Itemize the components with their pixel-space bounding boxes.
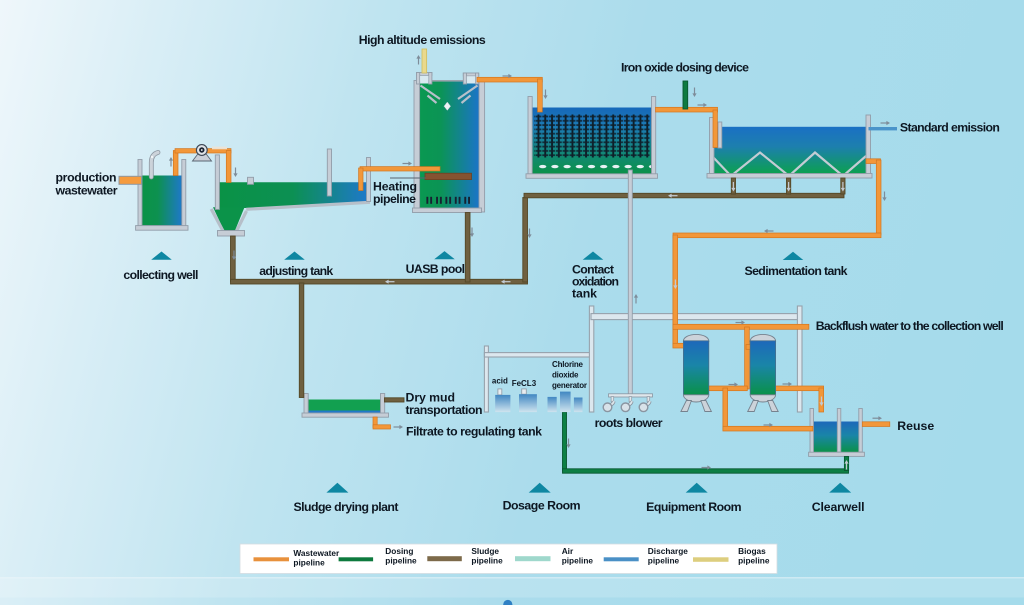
svg-text:pipeline: pipeline <box>373 192 416 206</box>
svg-text:Reuse: Reuse <box>897 419 934 433</box>
svg-text:Heating: Heating <box>373 180 417 194</box>
svg-text:generator: generator <box>552 381 587 390</box>
svg-text:pipeline: pipeline <box>738 556 770 566</box>
svg-text:Wastewater: Wastewater <box>293 548 340 558</box>
svg-text:pipeline: pipeline <box>385 556 417 566</box>
svg-text:Dosing: Dosing <box>385 546 413 556</box>
svg-text:Sedimentation tank: Sedimentation tank <box>745 264 848 278</box>
svg-text:Dosage Room: Dosage Room <box>503 499 581 513</box>
svg-text:wastewater: wastewater <box>55 184 118 198</box>
svg-text:FeCL3: FeCL3 <box>512 379 537 388</box>
svg-text:oxidation: oxidation <box>572 275 619 289</box>
svg-text:Backflush water to the collect: Backflush water to the collection well <box>816 319 1004 333</box>
svg-text:Discharge: Discharge <box>648 546 689 556</box>
svg-text:transportation: transportation <box>406 403 483 417</box>
svg-text:High altitude emissions: High altitude emissions <box>359 33 486 47</box>
svg-text:pipeline: pipeline <box>471 556 503 566</box>
svg-text:pipeline: pipeline <box>562 556 594 566</box>
svg-text:Clearwell: Clearwell <box>812 500 865 514</box>
svg-text:UASB pool: UASB pool <box>406 262 466 276</box>
svg-text:Contact: Contact <box>572 263 614 277</box>
svg-text:Biogas: Biogas <box>738 546 766 556</box>
svg-text:Standard emission: Standard emission <box>900 121 1000 135</box>
svg-text:collecting well: collecting well <box>123 268 198 282</box>
svg-text:Chlorine: Chlorine <box>552 360 584 369</box>
svg-text:acid: acid <box>492 377 508 386</box>
svg-text:Filtrate to regulating tank: Filtrate to regulating tank <box>406 425 542 439</box>
svg-text:Sludge drying plant: Sludge drying plant <box>294 500 399 514</box>
svg-text:Equipment Room: Equipment Room <box>646 500 742 514</box>
svg-text:Air: Air <box>562 546 574 556</box>
svg-text:pipeline: pipeline <box>648 556 680 566</box>
svg-text:production: production <box>56 171 117 185</box>
svg-text:pipeline: pipeline <box>293 558 325 568</box>
svg-text:adjusting tank: adjusting tank <box>259 264 333 278</box>
svg-text:Sludge: Sludge <box>471 546 499 556</box>
svg-text:dioxide: dioxide <box>552 371 579 380</box>
svg-text:tank: tank <box>572 287 597 301</box>
svg-text:roots blower: roots blower <box>595 416 663 430</box>
svg-text:Dry mud: Dry mud <box>406 391 456 405</box>
svg-text:Iron oxide dosing device: Iron oxide dosing device <box>621 61 749 75</box>
